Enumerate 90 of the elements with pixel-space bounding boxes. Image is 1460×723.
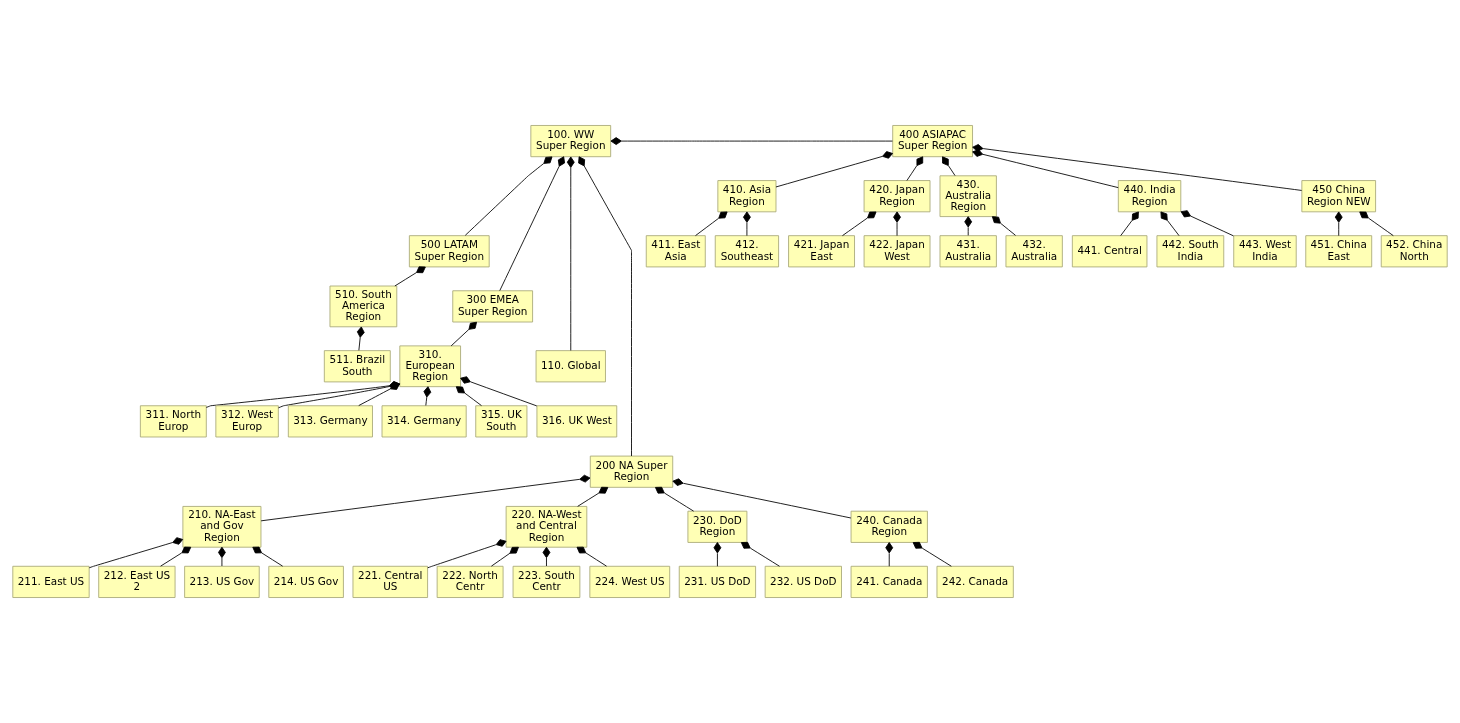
connector	[743, 211, 751, 237]
connector	[499, 156, 566, 292]
connector	[1334, 211, 1343, 237]
connector	[460, 376, 538, 407]
connector	[906, 156, 924, 181]
connector	[490, 546, 519, 567]
node-box: 442. South India	[1156, 235, 1225, 268]
connector	[610, 137, 893, 145]
connector	[464, 156, 553, 236]
node-box: 224. West US	[589, 565, 671, 598]
node-box: 443. West India	[1233, 235, 1297, 268]
node-box: 410. Asia Region	[717, 180, 777, 213]
connector	[893, 211, 901, 237]
node-box: 450 China Region NEW	[1301, 180, 1377, 213]
node-box: 315. UK South	[475, 405, 528, 438]
node-box: 431. Australia	[939, 235, 997, 268]
node-box: 232. US DoD	[764, 565, 842, 598]
connector	[394, 266, 426, 287]
node-box: 422. Japan West	[863, 235, 931, 268]
connector	[356, 326, 365, 351]
connector	[252, 546, 284, 567]
connector	[576, 546, 607, 567]
node-box: 231. US DoD	[678, 565, 757, 598]
node-box: 432. Australia	[1005, 235, 1063, 268]
connector	[1160, 211, 1180, 237]
node-box: 310. European Region	[399, 345, 461, 388]
connector	[450, 321, 477, 347]
node-box: 312. West Europ	[215, 405, 279, 438]
node-box: 200 NA Super Region	[589, 455, 674, 488]
node-box: 511. Brazil South	[323, 350, 391, 383]
connector	[964, 216, 973, 236]
node-box: 440. India Region	[1117, 180, 1182, 213]
node-box: 223. South Centr	[512, 565, 581, 598]
connector	[578, 156, 632, 457]
node-box: 313. Germany	[287, 405, 373, 438]
node-box: 412. Southeast	[714, 235, 780, 268]
node-box: 210. NA-East and Gov Region	[182, 505, 262, 548]
connector	[942, 156, 956, 176]
node-box: 240. Canada Region	[850, 510, 928, 543]
connector	[427, 539, 507, 569]
node-box: 452. China North	[1380, 235, 1448, 268]
connector	[218, 546, 226, 567]
node-box: 221. Central US	[352, 565, 429, 598]
node-box: 214. US Gov	[268, 565, 344, 598]
node-box: 421. Japan East	[788, 235, 855, 268]
node-box: 222. North Centr	[436, 565, 504, 598]
connector	[260, 474, 591, 522]
connector	[713, 542, 722, 567]
connector	[577, 486, 609, 507]
node-box: 411. East Asia	[645, 235, 706, 268]
node-box: 220. NA-West and Central Region	[505, 505, 588, 548]
connector	[695, 211, 728, 237]
connector	[423, 386, 432, 406]
node-box: 316. UK West	[536, 405, 618, 438]
node-box: 211. East US	[12, 565, 90, 598]
node-box: 510. South America Region	[329, 285, 398, 328]
connector	[655, 486, 695, 512]
connector	[842, 211, 877, 237]
node-box: 500 LATAM Super Region	[408, 235, 490, 268]
connector	[1180, 210, 1234, 237]
node-box: 420. Japan Region	[863, 180, 931, 213]
connector	[566, 156, 575, 351]
node-box: 212. East US 2	[98, 565, 176, 598]
connector	[1359, 211, 1394, 237]
connector	[775, 151, 893, 188]
node-box: 300 EMEA Super Region	[452, 290, 534, 323]
node-box: 230. DoD Region	[687, 510, 748, 543]
node-box: 441. Central	[1071, 235, 1148, 268]
connector	[542, 546, 551, 567]
connector	[740, 541, 780, 567]
connector	[912, 541, 952, 567]
node-box: 400 ASIAPAC Super Region	[892, 125, 973, 158]
node-box: 430. Australia Region	[939, 175, 997, 218]
node-box: 213. US Gov	[184, 565, 260, 598]
connector	[160, 546, 192, 567]
node-box: 110. Global	[535, 350, 606, 383]
connector	[1120, 211, 1139, 237]
node-box: 314. Germany	[381, 405, 467, 438]
connector	[672, 478, 852, 519]
connector	[972, 144, 1303, 191]
connector	[455, 386, 482, 407]
connector	[991, 216, 1016, 236]
node-box: 242. Canada	[936, 565, 1014, 598]
connector	[88, 537, 184, 569]
node-box: 100. WW Super Region	[530, 125, 612, 158]
connector	[885, 542, 894, 567]
node-box: 451. China East	[1305, 235, 1373, 268]
node-box: 241. Canada	[850, 565, 928, 598]
connector	[972, 149, 1119, 189]
node-box: 311. North Europ	[139, 405, 207, 438]
